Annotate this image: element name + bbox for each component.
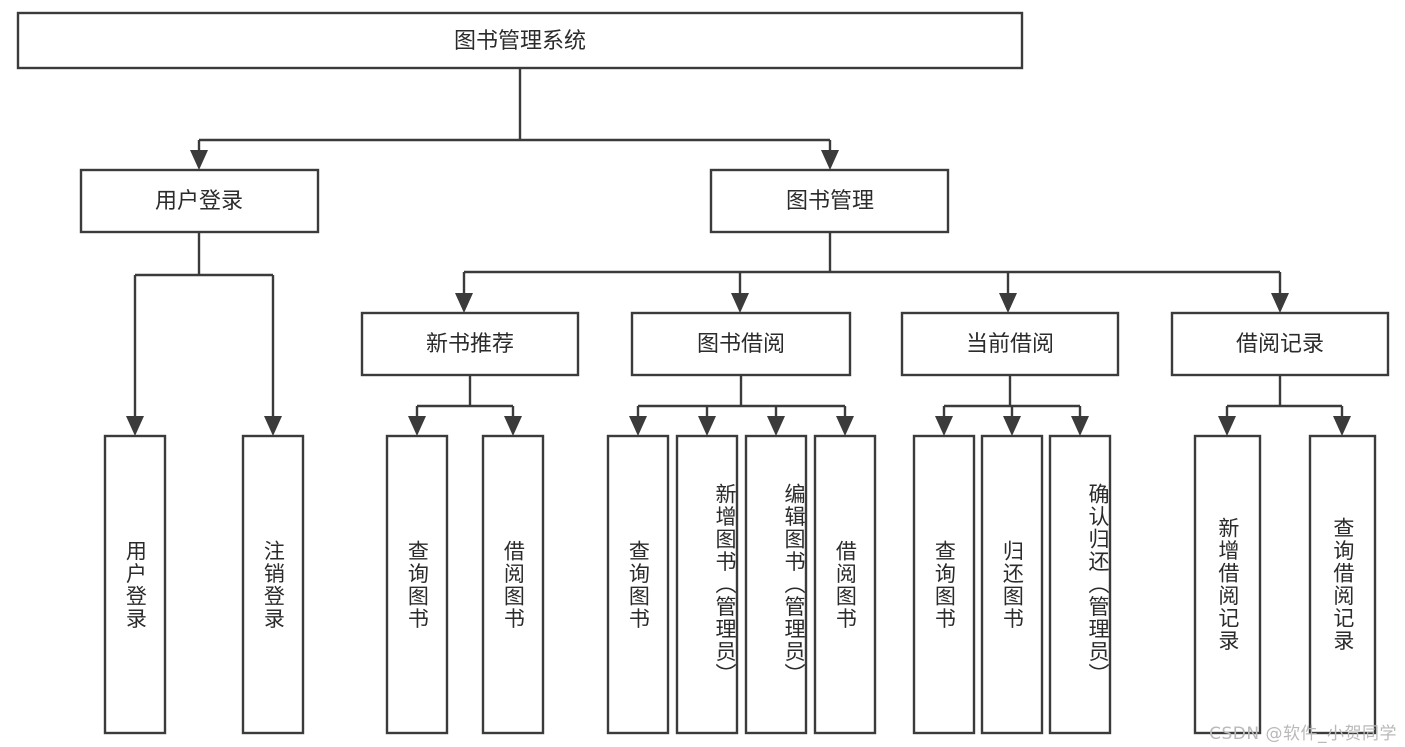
arrowhead-bookborrow-leaf-2	[698, 416, 716, 436]
label-book-borrow: 图书借阅	[697, 332, 785, 357]
leaf-box-logout[interactable]	[241, 434, 305, 735]
arrowhead-bookborrow-leaf-4	[836, 416, 854, 436]
arrowhead-currentborrow-leaf-1	[935, 416, 953, 436]
node-book-borrow[interactable]	[630, 311, 852, 377]
arrowhead-newbook-leaf-2	[504, 416, 522, 436]
label-new-book-recommend: 新书推荐	[426, 332, 514, 357]
leaf-box-borrow-lend[interactable]	[813, 434, 877, 735]
node-current-borrow[interactable]	[900, 311, 1120, 377]
label-layer: 图书管理系统 用户登录 图书管理 新书推荐 图书借阅 当前借阅 借阅记录	[155, 29, 1324, 357]
node-book-manage[interactable]	[709, 168, 950, 234]
label-current-borrow: 当前借阅	[966, 332, 1054, 357]
arrowhead-borrowrecord	[1271, 293, 1289, 313]
csdn-watermark: CSDN @软件_小贺同学	[1209, 724, 1397, 744]
label-user-login: 用户登录	[155, 189, 243, 214]
arrowhead-newbook-leaf-1	[408, 416, 426, 436]
box-layer	[16, 11, 1390, 735]
leaf-box-borrow-edit[interactable]	[744, 434, 808, 735]
node-root-system[interactable]	[16, 11, 1024, 70]
leaf-box-newbook-borrow[interactable]	[481, 434, 545, 735]
arrowhead-leaf-user-login	[126, 416, 144, 436]
label-book-manage: 图书管理	[786, 189, 874, 214]
leaf-box-current-confirm[interactable]	[1048, 434, 1112, 735]
leaf-box-current-query[interactable]	[912, 434, 976, 735]
arrowhead-user-login	[190, 150, 208, 170]
arrowhead-currentborrow	[999, 293, 1017, 313]
leaf-box-borrow-query[interactable]	[606, 434, 670, 735]
arrowhead-currentborrow-leaf-3	[1071, 416, 1089, 436]
leaf-box-record-query[interactable]	[1308, 434, 1377, 735]
arrowhead-bookborrow	[731, 293, 749, 313]
leaf-box-newbook-query[interactable]	[385, 434, 449, 735]
leaf-box-current-return[interactable]	[980, 434, 1044, 735]
node-borrow-record[interactable]	[1170, 311, 1390, 377]
connector-layer	[126, 68, 1351, 436]
arrowhead-newbook	[455, 293, 473, 313]
arrowhead-leaf-logout	[264, 416, 282, 436]
label-borrow-record: 借阅记录	[1236, 332, 1324, 357]
arrowhead-bookborrow-leaf-3	[767, 416, 785, 436]
arrowhead-book-manage	[821, 150, 839, 170]
label-root-system: 图书管理系统	[454, 29, 586, 54]
leaf-box-borrow-add[interactable]	[675, 434, 739, 735]
node-user-login[interactable]	[79, 168, 320, 234]
leaf-box-user-login[interactable]	[103, 434, 167, 735]
arrowhead-currentborrow-leaf-2	[1003, 416, 1021, 436]
node-new-book-recommend[interactable]	[360, 311, 580, 377]
leaf-box-record-add[interactable]	[1193, 434, 1262, 735]
arrowhead-bookborrow-leaf-1	[629, 416, 647, 436]
arrowhead-borrowrecord-leaf-2	[1333, 416, 1351, 436]
arrowhead-borrowrecord-leaf-1	[1218, 416, 1236, 436]
